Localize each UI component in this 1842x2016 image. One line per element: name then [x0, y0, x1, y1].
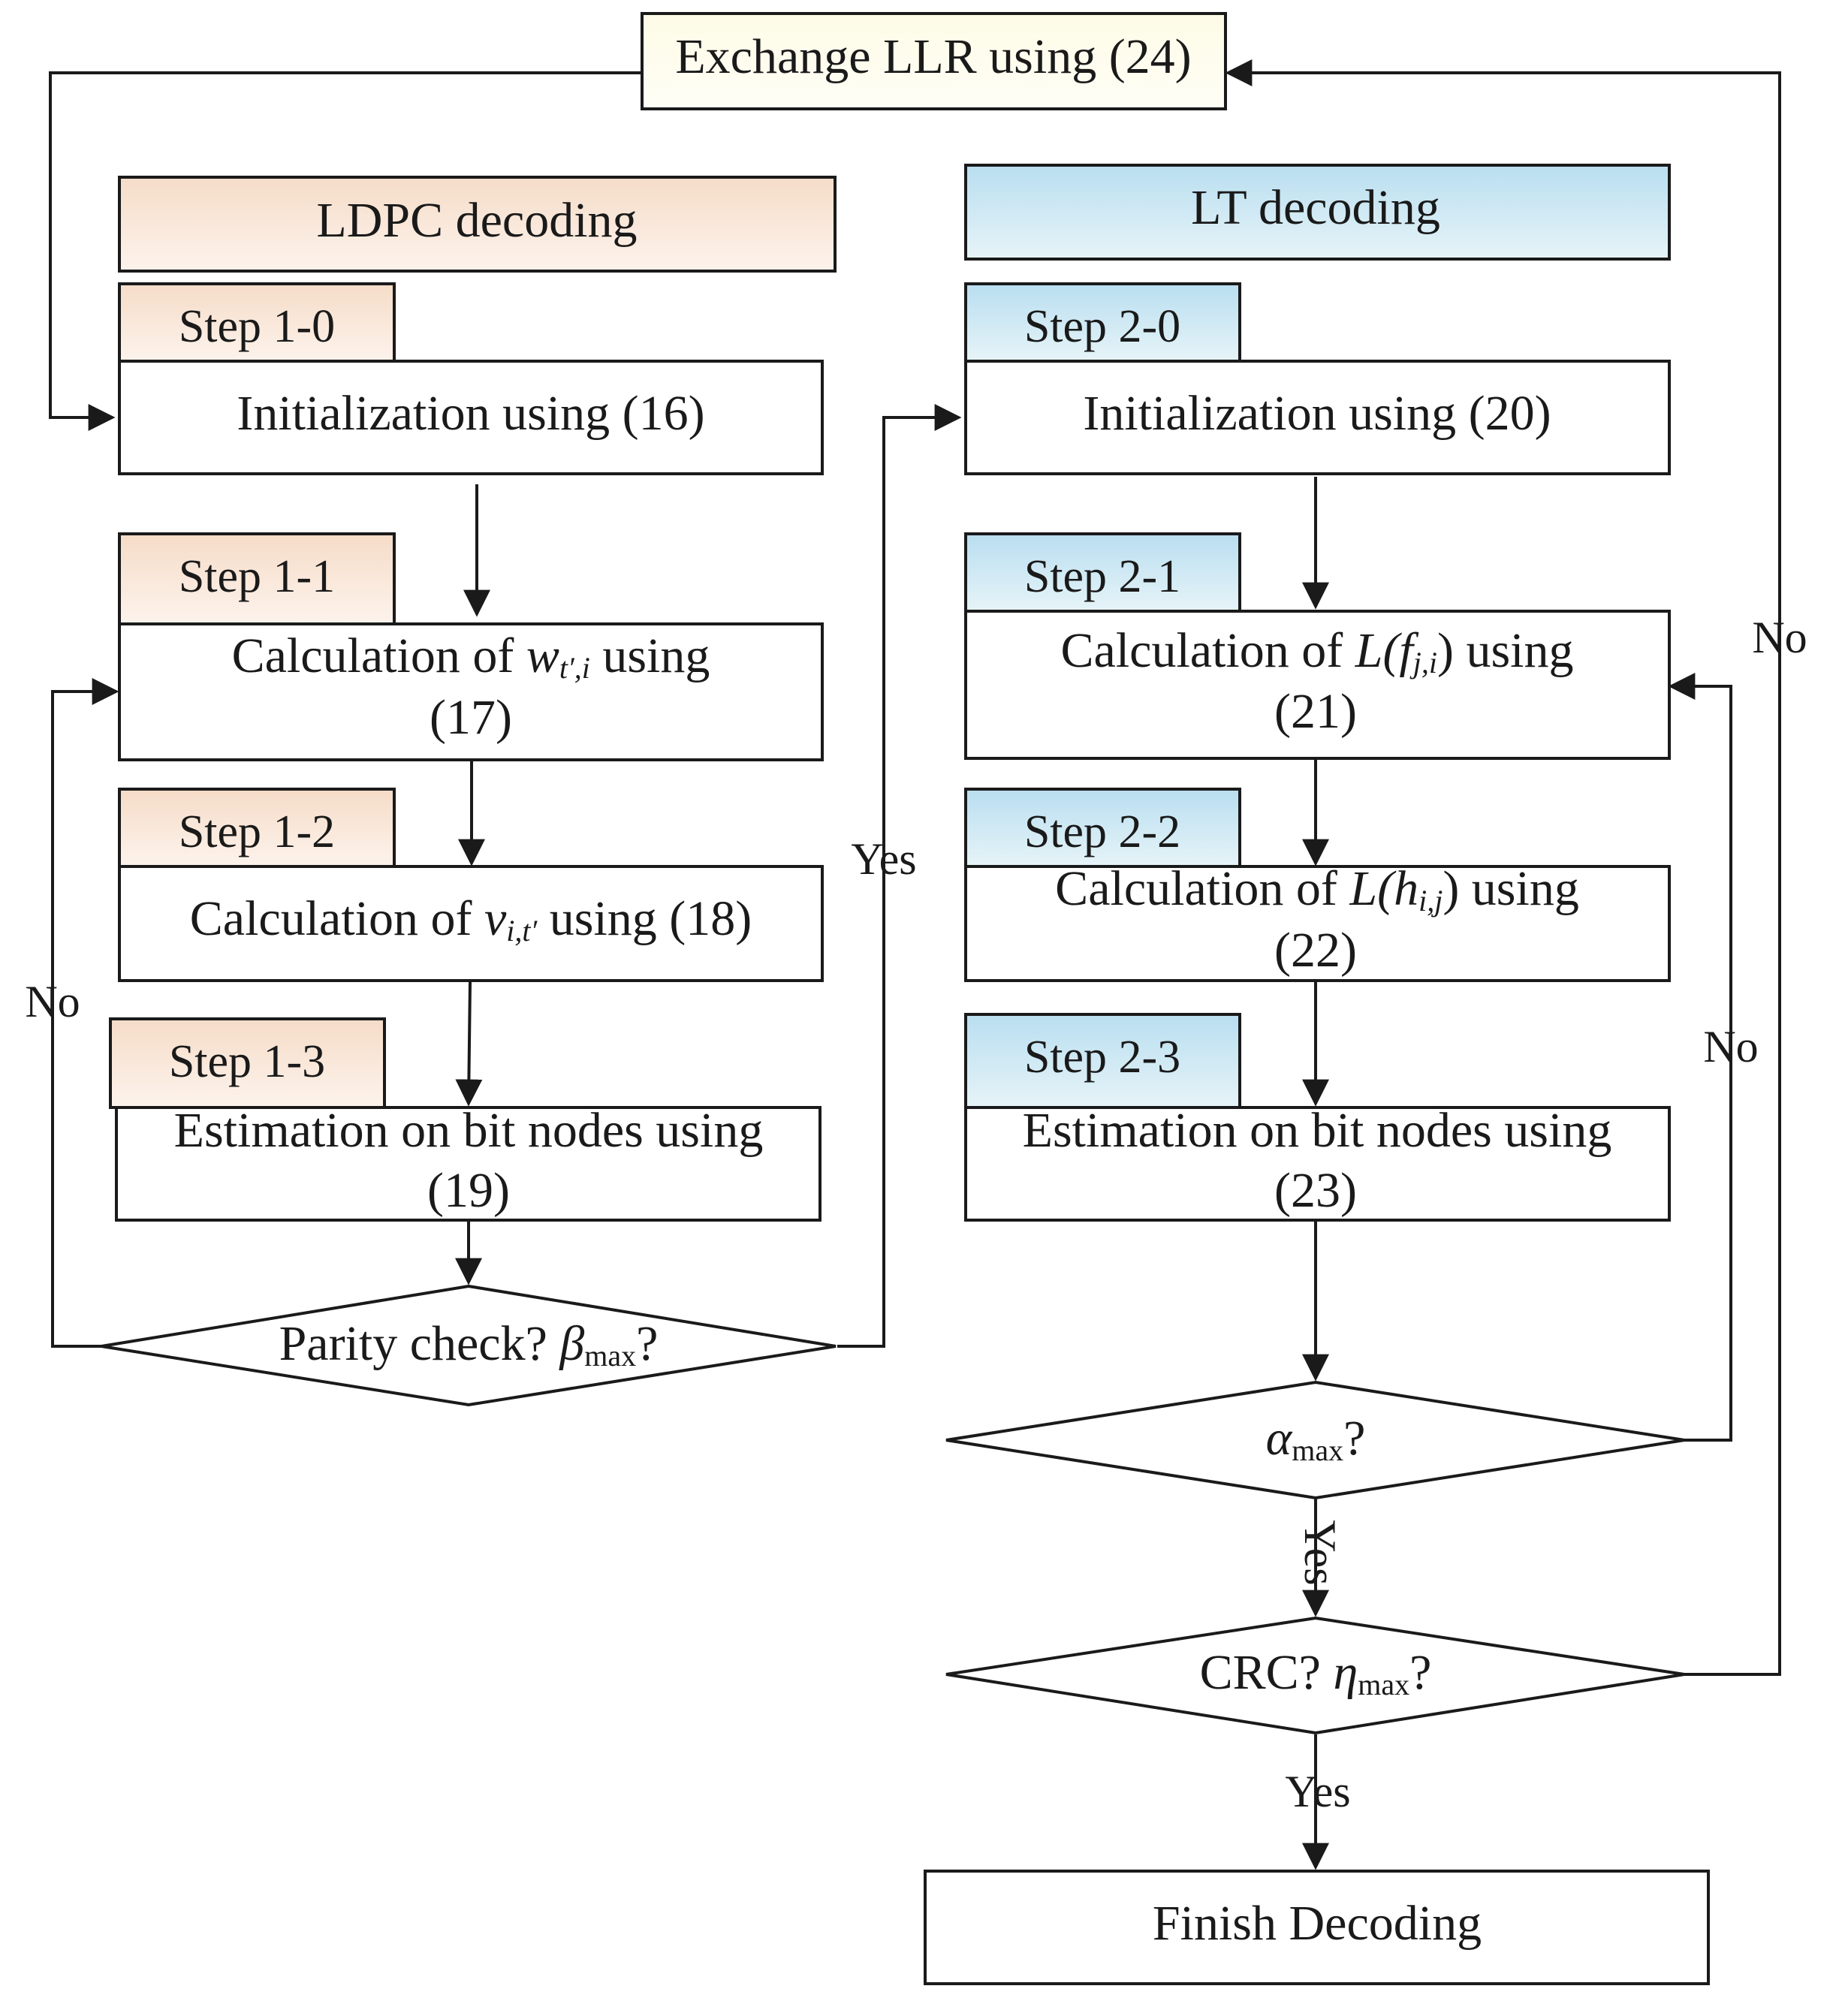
lt-header-box [964, 164, 1671, 261]
crc-text: CRC? ηmax? [1200, 1645, 1432, 1701]
step-2-0-tag [964, 282, 1241, 363]
lt-column: LT decoding Step 2-0 Initialization usin… [924, 164, 1710, 1985]
label-yes-crc: Yes [1285, 1767, 1350, 1816]
finish-decoding-box [924, 1870, 1710, 1985]
step-1-0-tag-text: Step 1-0 [179, 301, 335, 352]
step-2-3-line1: Estimation on bit nodes using [1023, 1103, 1612, 1158]
crc-diamond [945, 1616, 1685, 1735]
step-1-3-line2: (19) [427, 1163, 510, 1218]
label-yes-parity: Yes [851, 834, 916, 884]
arrow-alpha-no-loop [1668, 673, 1732, 1442]
arrow-step1-2-to-step1-3 [455, 981, 483, 1107]
ldpc-header-text: LDPC decoding [316, 193, 637, 248]
ldpc-header-box [118, 176, 837, 273]
step-2-2-box [964, 865, 1671, 982]
step-1-2-tag-text: Step 1-2 [179, 806, 335, 857]
step-2-3-tag-text: Step 2-3 [1024, 1032, 1180, 1083]
step-1-0-tag [118, 282, 396, 363]
step-2-1-box [964, 610, 1671, 760]
exchange-llr-node: Exchange LLR using (24) [641, 12, 1227, 110]
arrow-parity-no-loop [51, 678, 119, 1348]
step-2-2-tag-text: Step 2-2 [1024, 806, 1180, 857]
step-2-3-line2: (23) [1274, 1163, 1357, 1218]
finish-decoding-text: Finish Decoding [1153, 1896, 1482, 1951]
step-2-1-tag-text: Step 2-1 [1024, 551, 1180, 602]
step-2-2-line2: (22) [1274, 923, 1357, 978]
lt-header-text: LT decoding [1191, 180, 1440, 235]
step-1-3-line1: Estimation on bit nodes using [174, 1103, 764, 1158]
label-no-parity: No [25, 977, 80, 1026]
step-1-2-box [118, 865, 824, 982]
arrow-exchange-to-ldpc-init [49, 71, 642, 431]
step-2-2-tag [964, 788, 1241, 868]
connectors [49, 59, 1781, 1870]
alpha-max-text: αmax? [1266, 1411, 1366, 1467]
label-no-crc: No [1752, 613, 1807, 662]
step-1-1-box [118, 622, 824, 761]
step-2-3-box [964, 1106, 1671, 1222]
step-1-1-line2: (17) [430, 690, 512, 745]
step-2-1-line2: (21) [1274, 684, 1357, 739]
arrow-parity-yes-to-lt-init [837, 404, 962, 1348]
step-2-0-tag-text: Step 2-0 [1024, 301, 1180, 352]
step-1-3-tag-text: Step 1-3 [169, 1036, 325, 1087]
step-2-2-line1: Calculation of L(hi,j) using [1055, 861, 1579, 918]
step-1-3-box [115, 1106, 822, 1222]
step-1-1-line1: Calculation of wt′,i using [232, 628, 710, 685]
exchange-llr-text: Exchange LLR using (24) [675, 29, 1191, 84]
parity-check-diamond [101, 1284, 837, 1407]
step-1-0-text: Initialization using (16) [237, 386, 704, 441]
ldpc-column: LDPC decoding Step 1-0 Initialization us… [101, 176, 837, 1407]
step-2-1-tag [964, 532, 1241, 613]
step-2-3-tag [964, 1013, 1241, 1109]
step-1-1-tag-text: Step 1-1 [179, 551, 335, 602]
branch-labels: Yes No No No Yes Yes [25, 613, 1807, 1816]
arrow-crc-no-to-exchange [1225, 59, 1781, 1676]
step-2-1-line1: Calculation of L(fj,i) using [1061, 623, 1574, 680]
alpha-max-diamond [945, 1380, 1685, 1500]
parity-check-text: Parity check? βmax? [279, 1316, 659, 1373]
label-yes-alpha: Yes [1295, 1520, 1345, 1585]
step-1-2-text: Calculation of vi,t′ using (18) [190, 891, 752, 948]
label-no-alpha: No [1703, 1022, 1758, 1071]
step-1-0-box [118, 360, 824, 475]
step-2-0-box [964, 360, 1671, 475]
step-1-3-tag [109, 1017, 386, 1109]
step-2-0-text: Initialization using (20) [1083, 386, 1551, 441]
